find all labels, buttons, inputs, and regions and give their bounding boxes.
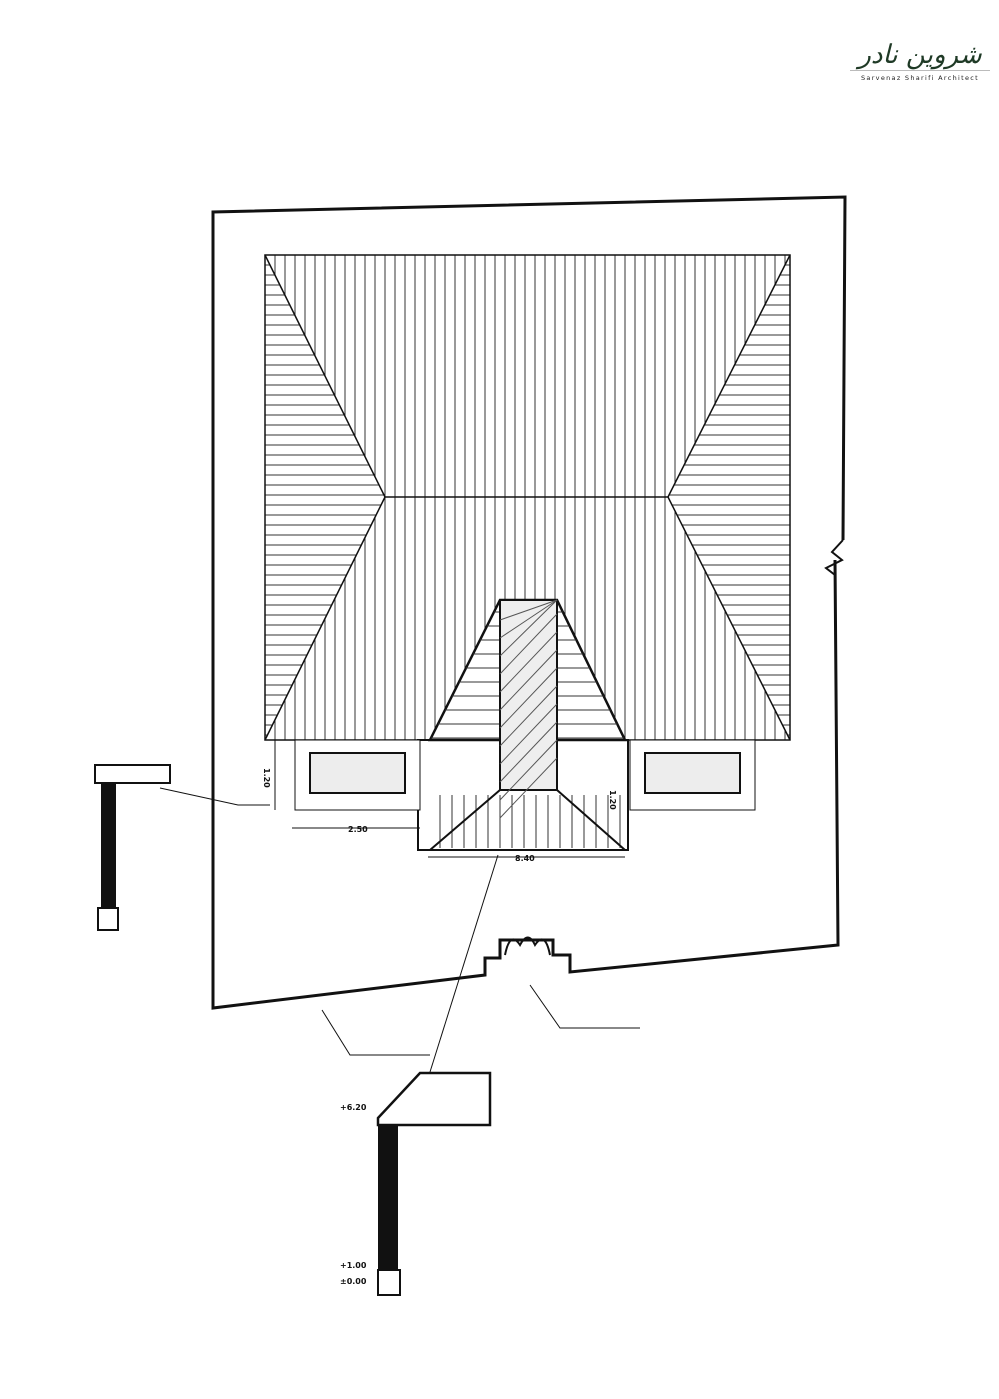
chimney-hatch-line xyxy=(499,599,558,621)
side-canopy-right xyxy=(629,739,756,811)
hip-lines xyxy=(264,254,791,741)
dimension-side-height: 1.20 xyxy=(262,768,271,788)
chimney-hatch-line xyxy=(499,685,558,747)
level-top: +6.20 xyxy=(340,1103,367,1112)
chimney-hatch-line xyxy=(499,631,558,693)
dimension-lines xyxy=(274,740,625,858)
site-boundary xyxy=(211,195,847,1010)
leader-lines xyxy=(159,787,640,1073)
wall-section-left xyxy=(94,764,171,931)
level-mid: +1.00 xyxy=(340,1261,367,1270)
chimney-hatch-line xyxy=(499,703,558,765)
logo-text: Sarvenaz Sharifi Architect xyxy=(860,74,980,82)
architect-logo: شروین نادر Sarvenaz Sharifi Architect xyxy=(850,40,990,82)
wall-section-detail xyxy=(376,1071,492,1296)
chimney-hatch-line xyxy=(499,649,558,711)
chimney-hatch-line xyxy=(499,739,558,801)
level-ground: ±0.00 xyxy=(340,1277,367,1286)
logo-calligraphy: شروین نادر xyxy=(850,40,990,71)
dimension-side-height-right: 1.20 xyxy=(608,790,617,810)
chimney-hatch-line xyxy=(499,721,558,783)
side-canopy-left xyxy=(294,739,421,811)
chimney-hatch-line xyxy=(499,599,558,657)
dimension-front-width: 8.40 xyxy=(515,854,535,863)
gate-symbol xyxy=(504,936,551,956)
chimney-hatch-line xyxy=(499,667,558,729)
dimension-side-width: 2.50 xyxy=(348,825,368,834)
roof-hatching xyxy=(265,255,790,740)
chimney-hatch-line xyxy=(499,599,558,639)
chimney-hatching xyxy=(499,599,558,819)
boundary-break-symbol xyxy=(824,539,844,576)
chimney-hatch-line xyxy=(499,613,558,675)
chimney-hatch-line xyxy=(499,757,558,819)
